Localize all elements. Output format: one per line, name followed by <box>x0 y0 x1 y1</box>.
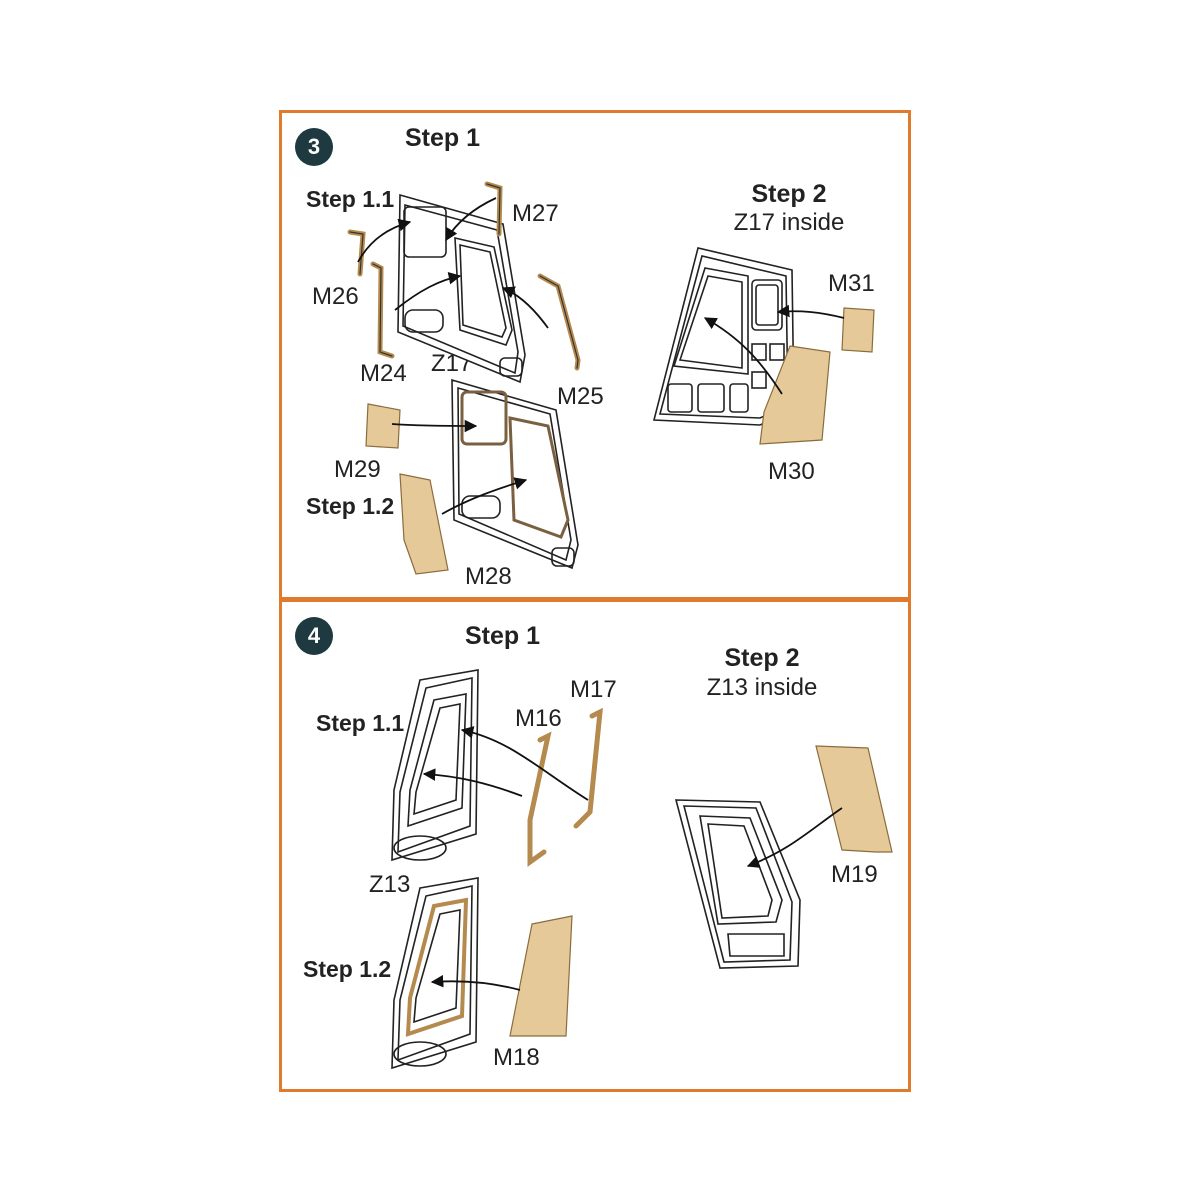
mask-m29-shape <box>365 403 401 449</box>
z13-door-step1-1 <box>391 669 479 862</box>
part-label-m30: M30 <box>768 458 815 485</box>
step-number-badge-3: 3 <box>295 128 333 166</box>
panel3-step1-2-label: Step 1.2 <box>306 493 395 519</box>
panel4-step1-2-label: Step 1.2 <box>303 956 392 982</box>
mask-m24-shape <box>370 261 395 359</box>
panel4-step2-note: Z13 inside <box>706 674 818 701</box>
panel3-step2-note: Z17 inside <box>733 209 845 236</box>
part-label-z13: Z13 <box>369 871 411 898</box>
part-label-m24: M24 <box>360 360 407 387</box>
panel3-step2-heading: Step 2 <box>751 180 827 208</box>
mask-m19-shape <box>815 745 893 853</box>
part-label-m18: M18 <box>493 1044 540 1071</box>
z17-door-frame-step1-2 <box>451 378 579 570</box>
step-number-badge-4: 4 <box>295 617 333 655</box>
z17-door-frame-step1-1 <box>397 193 526 384</box>
part-label-m29: M29 <box>334 456 381 483</box>
z17-door-inside-step2 <box>652 247 795 426</box>
part-label-m26: M26 <box>312 283 359 310</box>
panel3-step1-heading: Step 1 <box>405 124 481 152</box>
part-label-m27: M27 <box>512 200 559 227</box>
panel-step-4 <box>279 599 911 1092</box>
arrows-step2-panel4 <box>746 807 843 868</box>
mask-m18-shape <box>509 915 573 1037</box>
part-label-m17: M17 <box>570 676 617 703</box>
part-label-m31: M31 <box>828 270 875 297</box>
part-label-m19: M19 <box>831 861 878 888</box>
z13-door-step1-2 <box>391 877 479 1070</box>
panel4-step1-1-label: Step 1.1 <box>316 710 405 736</box>
part-label-m28: M28 <box>465 563 512 590</box>
mask-m17-shape <box>573 707 603 829</box>
mask-m31-shape <box>841 307 875 353</box>
arrows-step1-2 <box>391 419 528 515</box>
panel4-step1-heading: Step 1 <box>465 622 541 650</box>
panel3-step1-1-label: Step 1.1 <box>306 186 395 212</box>
mask-m16-shape <box>527 731 552 867</box>
mask-frames-step1-1-outline <box>349 183 579 369</box>
part-label-m25: M25 <box>557 383 604 410</box>
arrows-step1-1-panel4 <box>422 726 589 801</box>
arrows-step2-panel3 <box>703 304 845 395</box>
arrows-step1-1 <box>357 197 549 329</box>
mask-m30-shape <box>759 345 831 445</box>
mask-m28-shape <box>399 473 449 575</box>
panel4-step2-heading: Step 2 <box>724 644 800 672</box>
part-label-m16: M16 <box>515 705 562 732</box>
z13-door-inside-step2 <box>674 799 801 969</box>
arrows-step1-2-panel4 <box>430 974 521 991</box>
